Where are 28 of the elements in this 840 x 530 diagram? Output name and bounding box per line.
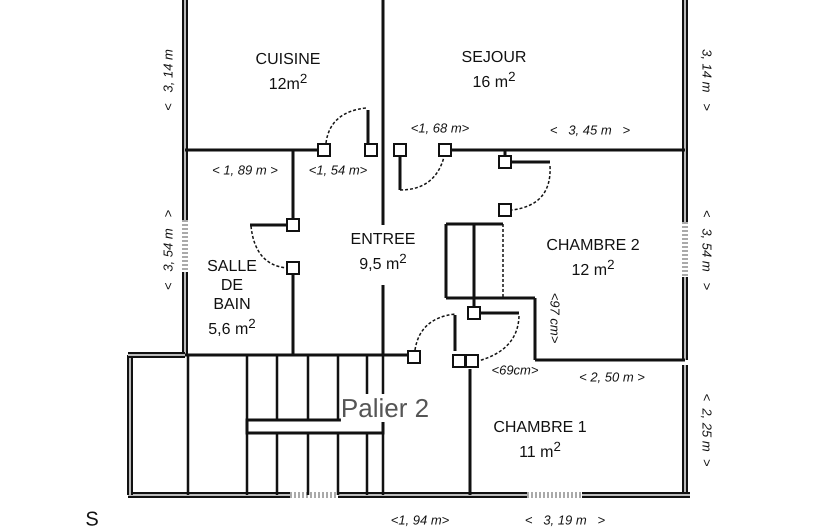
dimension-label: < 3, 54 m > <box>700 210 714 290</box>
dimension-label: <1, 68 m> <box>410 120 470 136</box>
room-area: 12 m$^{2}$ <box>572 254 614 280</box>
dimension-label: 3, 14 m > <box>700 49 714 111</box>
dimension-label: <1, 94 m> <box>390 512 450 528</box>
room-name: ENTREE <box>350 230 416 249</box>
room-area: 9,5 m$^{2}$ <box>359 248 407 274</box>
room-name: SEJOUR <box>462 48 526 67</box>
dimension-label: < 2, 25 m > <box>700 394 714 466</box>
dimension-label: < 3, 45 m > <box>550 122 630 138</box>
dimension-label: < 2, 50 m > <box>579 370 645 384</box>
dimension-label: <97 cm> <box>548 292 562 344</box>
room-name: CHAMBRE 1 <box>493 418 587 437</box>
dimension-label: < 1, 89 m > <box>212 162 278 178</box>
area-label: Palier 2 <box>340 394 430 422</box>
room-name: CUISINE <box>256 50 320 69</box>
compass-letter: S <box>85 512 99 528</box>
room-area: 5,6 m$^{2}$ <box>208 314 256 340</box>
dimension-label: <69cm> <box>492 362 538 378</box>
dimension-label: < 3, 19 m > <box>524 512 606 528</box>
dimension-label: < 3, 14 m <box>160 49 176 111</box>
room-area: 12m$^{2}$ <box>268 68 308 94</box>
dimension-label: < 3, 54 m > <box>160 210 176 290</box>
dimension-label: <1, 54 m> <box>308 162 368 178</box>
room-area: 16 m$^{2}$ <box>472 66 516 92</box>
room-name: CHAMBRE 2 <box>546 236 640 255</box>
room-name: SALLE DE BAIN <box>206 256 258 314</box>
room-area: 11 m$^{2}$ <box>519 436 561 462</box>
